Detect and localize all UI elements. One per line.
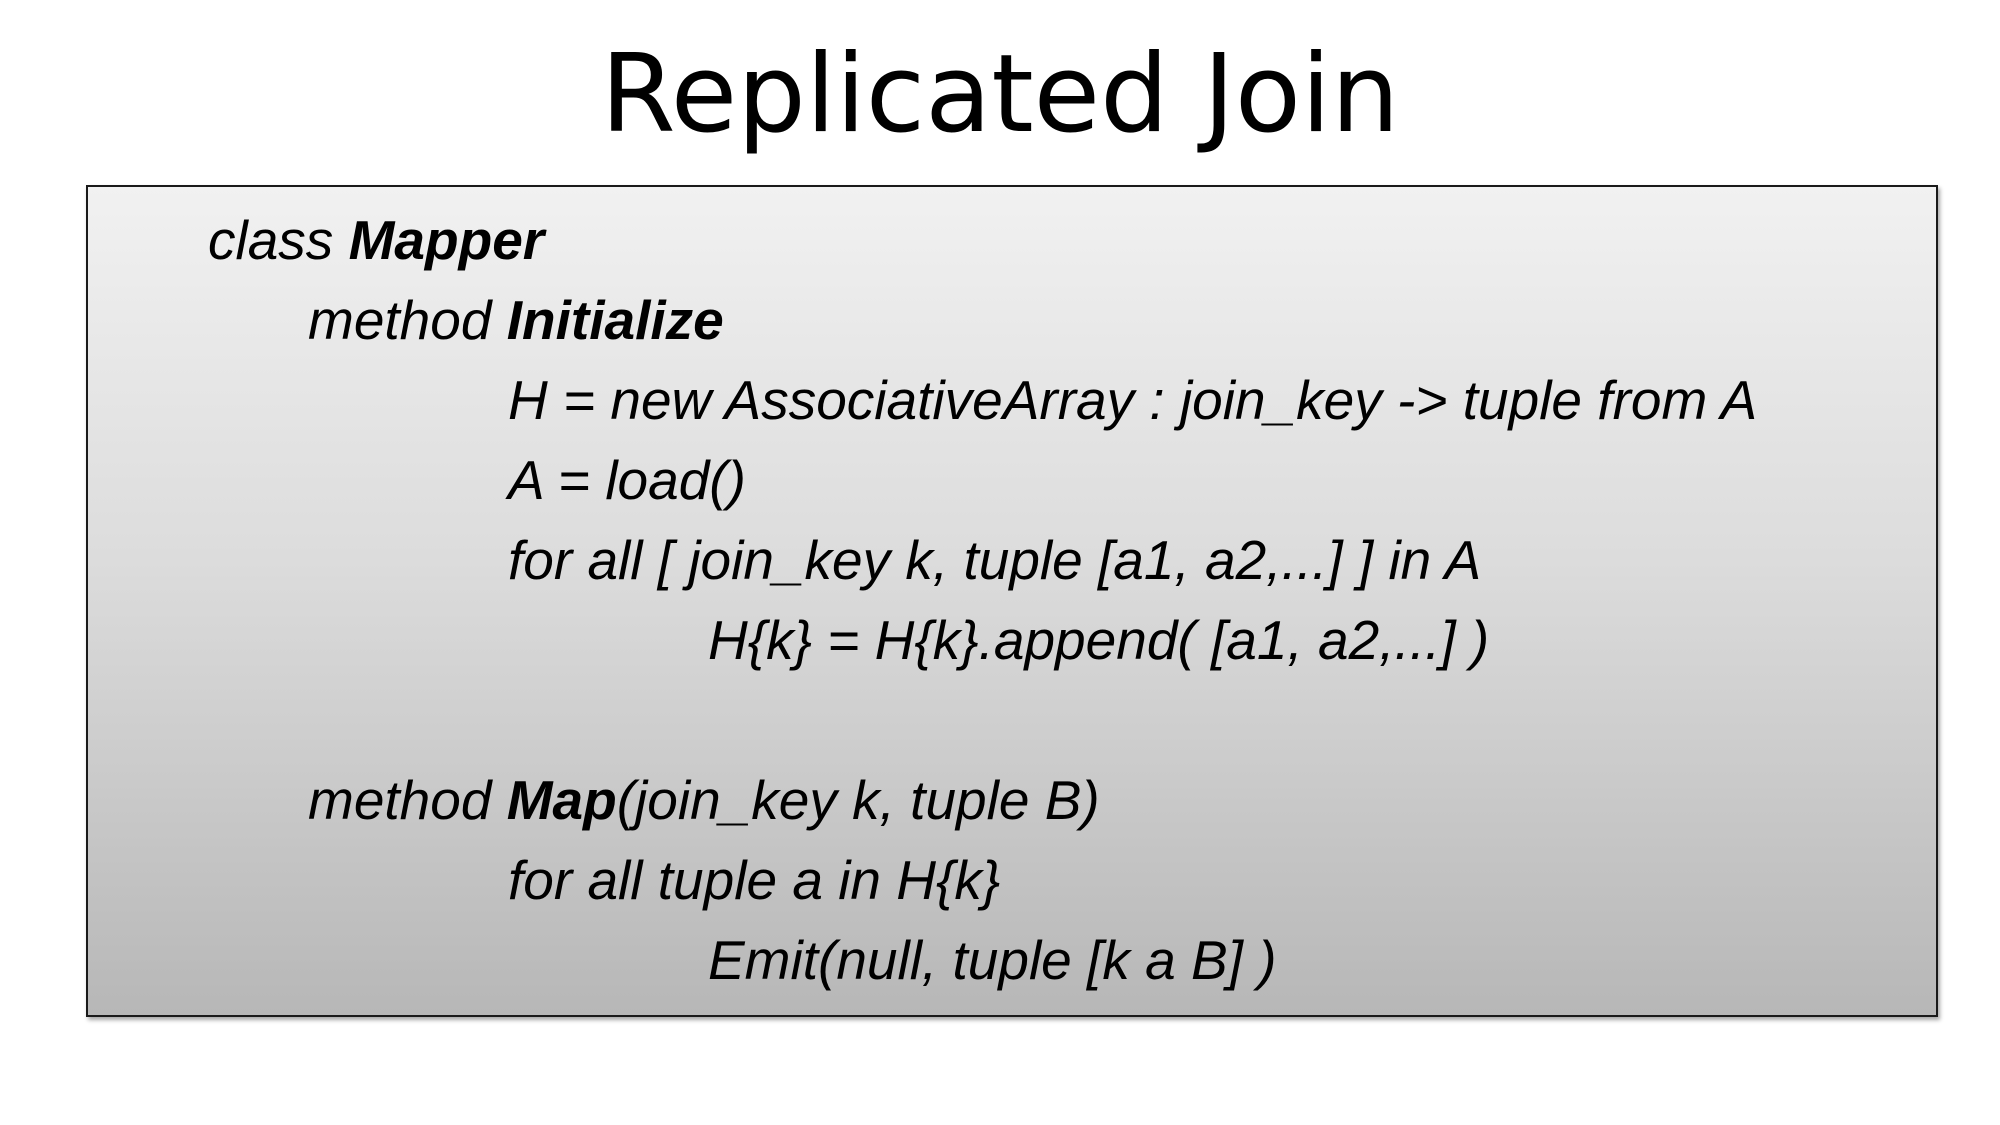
keyword-class: class — [208, 209, 349, 271]
slide-title: Replicated Join — [600, 32, 1400, 157]
code-line-append: H{k} = H{k}.append( [a1, a2,...] ) — [708, 609, 1490, 671]
code-line-class: class Mapper — [208, 205, 544, 275]
code-line-for-all-a: for all [ join_key k, tuple [a1, a2,...]… — [508, 529, 1482, 591]
code-line-load: A = load() — [508, 449, 746, 511]
code-line-method-map: method Map(join_key k, tuple B) — [308, 765, 1100, 835]
keyword-method-map: method — [308, 769, 507, 831]
keyword-method: method — [308, 289, 507, 351]
pseudocode-box: class Mapper method Initialize H = new A… — [86, 185, 1938, 1017]
code-line-new-array: H = new AssociativeArray : join_key -> t… — [508, 369, 1758, 431]
code-line-emit: Emit(null, tuple [k a B] ) — [708, 929, 1277, 991]
class-name: Mapper — [348, 209, 545, 271]
method-map-args: (join_key k, tuple B) — [616, 769, 1100, 831]
method-name-initialize: Initialize — [506, 289, 724, 351]
code-line-method-initialize: method Initialize — [308, 285, 724, 355]
code-line-for-all-h: for all tuple a in H{k} — [508, 849, 1001, 911]
method-name-map: Map — [506, 769, 617, 831]
